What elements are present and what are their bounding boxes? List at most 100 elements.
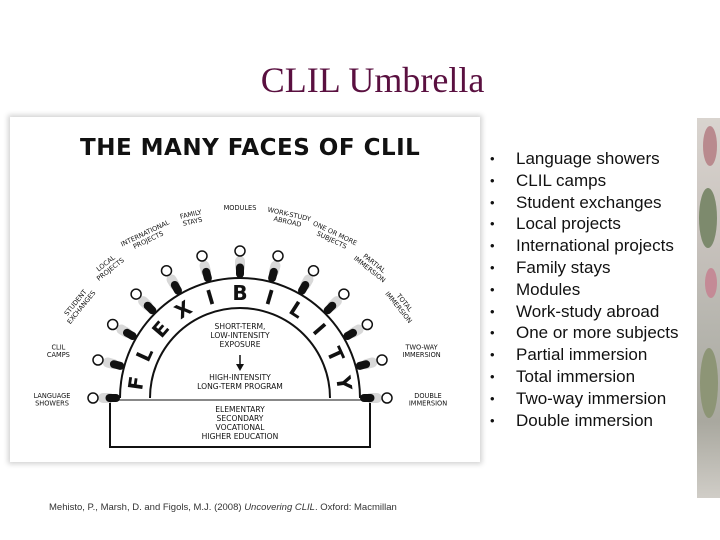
flexibility-letter: B xyxy=(232,281,247,305)
person-label-line: CLIL xyxy=(51,343,65,351)
person-head xyxy=(160,264,173,277)
bullet-text: Language showers xyxy=(516,149,660,168)
person-head xyxy=(87,392,99,404)
bullet-dot: • xyxy=(490,259,495,275)
person-label: ONE OR MORESUBJECTS xyxy=(308,219,358,254)
bullet-dot: • xyxy=(490,281,495,297)
person-label: STUDENTEXCHANGES xyxy=(60,284,98,325)
bullet-item: • Language showers xyxy=(490,148,679,170)
figure-caption-line: EXPOSURE xyxy=(219,340,260,349)
bullet-item: • Family stays xyxy=(490,257,679,279)
person-label-line: DOUBLE xyxy=(414,392,441,400)
bullet-dot: • xyxy=(490,325,495,341)
person-head xyxy=(106,318,119,331)
person-label-line: CAMPS xyxy=(47,351,70,359)
citation-publisher: . Oxford: Macmillan xyxy=(314,502,397,513)
side-photo-strip xyxy=(697,118,720,498)
person-head xyxy=(361,318,374,331)
bullet-item: •Total immersion xyxy=(490,366,679,388)
figure-caption-line: SHORT-TERM, xyxy=(215,322,266,331)
person-head xyxy=(338,288,350,300)
flexibility-letter: F xyxy=(123,375,149,392)
person-label: PARTIALIMMERSION xyxy=(352,249,392,285)
person-head xyxy=(196,250,208,262)
bullet-dot: • xyxy=(490,216,495,232)
bullet-list: •Language showers•CLIL camps•Student exc… xyxy=(490,148,679,431)
bullet-dot: • xyxy=(490,412,495,428)
person-label-line: TWO-WAY xyxy=(404,343,438,351)
bullet-text: Student exchanges xyxy=(516,192,662,212)
person-head xyxy=(92,354,104,366)
bullet-item: •Partial immersion xyxy=(490,344,679,366)
person-figure: LOCALPROJECTS xyxy=(91,250,157,315)
base-box xyxy=(109,396,371,448)
person-legs xyxy=(355,360,371,370)
person-figure: WORK-STUDYABROAD xyxy=(265,206,312,283)
bullet-text: Local projects xyxy=(516,214,621,234)
bullet-dot: • xyxy=(490,347,495,363)
person-legs xyxy=(123,328,137,340)
person-figure: PARTIALIMMERSION xyxy=(323,249,392,315)
bullet-dot: • xyxy=(490,303,495,319)
person-label-line: LANGUAGE xyxy=(34,392,71,400)
inner-arch xyxy=(149,307,331,399)
person-label-line: SHOWERS xyxy=(35,400,69,408)
bullet-dot: • xyxy=(490,194,495,210)
person-label: LOCALPROJECTS xyxy=(91,250,126,282)
bullet-item: •Work-study abroad xyxy=(490,301,679,323)
person-label: MODULES xyxy=(224,204,257,212)
bullet-item: •One or more subjects xyxy=(490,322,679,344)
bullet-dot: • xyxy=(490,151,495,166)
figure-caption-line: HIGH-INTENSITY xyxy=(209,373,271,382)
person-label: INTERNATIONALPROJECTS xyxy=(120,218,175,255)
bullet-item: • Student exchanges xyxy=(490,192,679,214)
bullet-dot: • xyxy=(490,172,495,188)
person-legs xyxy=(268,267,278,283)
person-figure: TOTALIMMERSION xyxy=(343,290,414,340)
citation-title: Uncovering CLIL xyxy=(244,502,315,513)
person-legs xyxy=(143,301,157,315)
person-figure: STUDENTEXCHANGES xyxy=(60,284,137,340)
center-arrow-head xyxy=(236,364,244,371)
person-figure: MODULES xyxy=(224,204,257,278)
bullet-text: Two-way immersion xyxy=(516,388,667,408)
person-label-line: MODULES xyxy=(224,204,257,212)
flexibility-letter: Y xyxy=(331,373,357,392)
person-legs xyxy=(323,301,337,315)
person-head xyxy=(272,250,284,262)
bullet-item: •Two-way immersion xyxy=(490,388,679,410)
person-label: FAMILYSTAYS xyxy=(179,208,205,228)
bullet-dot: • xyxy=(490,368,495,384)
slide-title: CLIL Umbrella xyxy=(260,60,485,100)
person-legs xyxy=(109,360,125,370)
person-label-line: IMMERSION xyxy=(409,400,447,408)
bullet-text: Modules xyxy=(516,279,581,299)
figure-caption-line: SECONDARY xyxy=(217,414,264,423)
person-legs xyxy=(202,267,212,283)
person-legs xyxy=(298,281,310,295)
bullet-item: • Double immersion xyxy=(490,410,679,432)
person-figure: INTERNATIONALPROJECTS xyxy=(120,218,182,295)
figure-caption-line: HIGHER EDUCATION xyxy=(202,432,279,441)
bullet-text: Family stays xyxy=(516,257,611,277)
person-label: WORK-STUDYABROAD xyxy=(265,206,312,231)
person-label-line: IMMERSION xyxy=(402,351,440,359)
figure-caption-line: VOCATIONAL xyxy=(216,423,266,432)
citation-authors: Mehisto, P., Marsh, D. and Figols, M.J. … xyxy=(49,502,245,513)
bullet-text: Double immersion xyxy=(516,410,653,430)
figure-caption-line: ELEMENTARY xyxy=(215,405,265,414)
person-legs xyxy=(170,281,182,295)
figure-caption-line: LONG-TERM PROGRAM xyxy=(197,382,283,391)
person-head xyxy=(130,288,142,300)
